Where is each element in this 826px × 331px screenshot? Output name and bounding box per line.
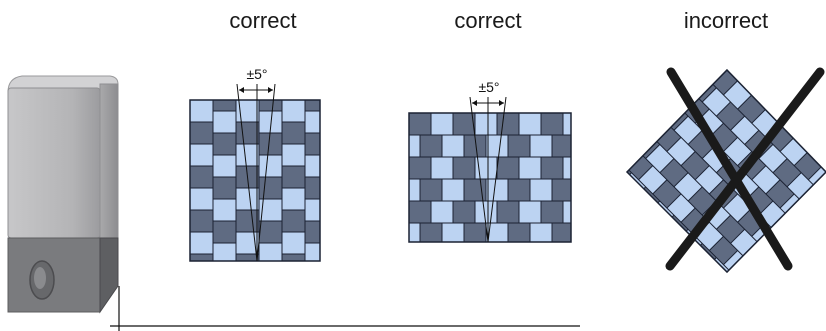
- label-correct-horizontal: correct: [454, 8, 522, 33]
- tolerance-angle-2: ±5°: [478, 79, 499, 95]
- tile-panel-horizontal: [408, 96, 572, 243]
- tile-panel-vertical: [189, 83, 321, 262]
- x-mark-icon: [665, 67, 825, 271]
- wall-mounted-device-icon: [7, 75, 119, 314]
- tolerance-angle-1: ±5°: [246, 66, 267, 82]
- label-correct-vertical: correct: [229, 8, 297, 33]
- label-incorrect-diagonal: incorrect: [683, 8, 769, 33]
